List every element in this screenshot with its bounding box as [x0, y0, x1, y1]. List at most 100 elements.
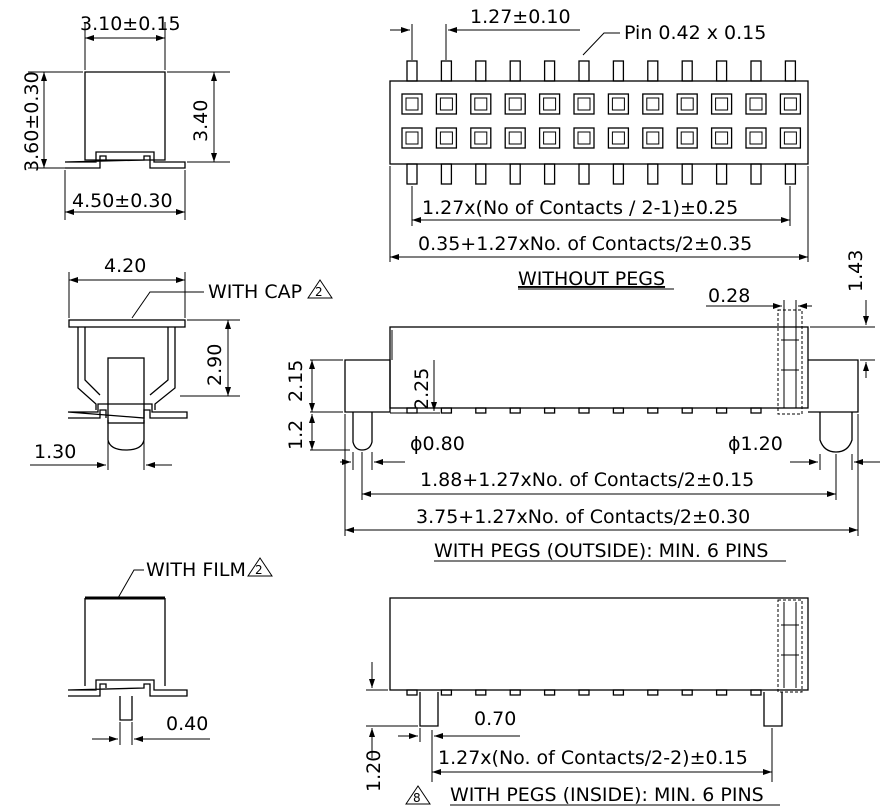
- contact-pad: [715, 407, 728, 414]
- contact-cell: [538, 93, 561, 115]
- contact-cell-inner: [405, 131, 419, 145]
- contact-pad: [578, 689, 590, 696]
- contact-pad: [440, 689, 453, 696]
- contact-cell: [745, 93, 767, 115]
- contact-cell-inner: [749, 131, 763, 145]
- contact-cell: [607, 127, 630, 149]
- pin-top: [715, 60, 728, 82]
- pin-bottom: [647, 163, 659, 185]
- pin-top: [509, 60, 521, 82]
- dim-body-height-label-outside: 2.15: [285, 360, 307, 402]
- contact-cell: [745, 127, 767, 149]
- with-film-callout: WITH FILM: [146, 559, 246, 581]
- cap-note-number: 2: [315, 285, 323, 299]
- dim-pin-span-label: 1.27x(No of Contacts / 2-1)±0.25: [422, 197, 738, 219]
- contact-pad: [612, 407, 625, 414]
- with-cap-callout: WITH CAP: [208, 281, 302, 303]
- contact-cell-inner: [749, 97, 763, 111]
- contact-cell: [504, 93, 526, 115]
- pin-bottom: [750, 163, 762, 185]
- dim-peg-small-label: ϕ0.80: [410, 433, 465, 455]
- pin-top: [750, 60, 762, 82]
- inside-note-number: 8: [413, 791, 421, 805]
- dim-peg-span-label-outside: 1.88+1.27xNo. of Contacts/2±0.15: [420, 469, 754, 491]
- contact-pad: [543, 689, 556, 696]
- pin-top: [440, 60, 453, 82]
- contact-pad: [509, 407, 521, 414]
- contact-cell-inner: [715, 131, 729, 145]
- contact-cell-inner: [611, 97, 625, 111]
- dim-film-pin-label: 0.40: [166, 713, 208, 735]
- contact-cell: [435, 127, 458, 149]
- caption-pegs-inside: WITH PEGS (INSIDE): MIN. 6 PINS: [450, 784, 764, 806]
- dim-pin-width-label: 0.28: [708, 285, 750, 307]
- cap-view: 4.20 WITH CAP 2 2.90 1.30: [30, 255, 333, 470]
- contact-pad: [647, 689, 659, 696]
- contact-pad: [509, 689, 521, 696]
- contact-pad: [406, 689, 418, 696]
- pin-bottom: [475, 163, 487, 185]
- dim-offset-label: 0.70: [474, 708, 516, 730]
- contact-pad: [440, 407, 453, 414]
- dim-body-length-label: 0.35+1.27xNo. of Contacts/2±0.35: [418, 233, 752, 255]
- contact-cell-inner: [405, 97, 419, 111]
- contact-cell: [435, 93, 458, 115]
- pin-bottom: [406, 163, 418, 185]
- film-view: WITH FILM 2 0.40: [67, 557, 273, 745]
- caption-without-pegs: WITHOUT PEGS: [518, 268, 665, 290]
- dim-overall-label: 3.75+1.27xNo. of Contacts/2±0.30: [416, 506, 750, 528]
- contact-cell-inner: [474, 97, 488, 111]
- contact-cell: [401, 127, 423, 149]
- contact-cell-inner: [680, 97, 694, 111]
- contact-cell-inner: [439, 131, 453, 145]
- dim-cap-width-label: 4.20: [104, 255, 146, 277]
- contact-pad: [475, 407, 487, 414]
- contact-cell: [504, 127, 526, 149]
- contact-cell-inner: [543, 131, 557, 145]
- contact-cell-inner: [646, 97, 660, 111]
- contact-cell-inner: [474, 131, 488, 145]
- pin-bottom: [509, 163, 521, 185]
- contact-cell: [779, 93, 802, 115]
- contact-cell-inner: [783, 97, 797, 111]
- contact-cell-inner: [611, 131, 625, 145]
- side-view-pegs-outside: 1.43 0.28 2.15 1.2 2.25 ϕ0.80 ϕ1.20 1.88…: [285, 250, 880, 562]
- contact-cell: [779, 127, 802, 149]
- pin-bottom: [543, 163, 556, 185]
- dim-body-height-label: 3.40: [190, 100, 212, 142]
- dim-pitch-label: 1.27±0.10: [470, 6, 571, 28]
- pin-bottom: [440, 163, 453, 185]
- pin-top: [647, 60, 659, 82]
- dim-peg-large-label: ϕ1.20: [728, 433, 783, 455]
- dim-peg-width-label: 1.30: [34, 441, 76, 463]
- pin-callout-label: Pin 0.42 x 0.15: [624, 22, 766, 44]
- dim-peg-height-label-inside: 1.20: [363, 750, 385, 792]
- contact-cell: [710, 127, 733, 149]
- pin-top: [681, 60, 693, 82]
- contact-cell: [607, 93, 630, 115]
- pin-top: [578, 60, 590, 82]
- pin-row-bottom: [406, 163, 797, 185]
- contact-cell: [642, 127, 664, 149]
- contact-cell-inner: [715, 97, 729, 111]
- contact-cell-inner: [508, 131, 522, 145]
- contact-pad: [681, 407, 693, 414]
- dim-total-height-label: 3.60±0.30: [21, 71, 43, 172]
- pin-bottom: [784, 163, 797, 185]
- dim-peg-height-label-outside: 1.2: [285, 420, 307, 450]
- dim-cap-height-label: 2.90: [204, 344, 226, 386]
- contact-pads-inside: [406, 689, 762, 696]
- contact-pad: [681, 689, 693, 696]
- pin-bottom: [681, 163, 693, 185]
- contact-cell: [401, 93, 423, 115]
- contact-pads-outside: [406, 407, 762, 414]
- dim-side-height-label: 1.43: [845, 250, 867, 292]
- contact-cell: [676, 93, 698, 115]
- pin-bottom: [612, 163, 625, 185]
- contact-cell-inner: [646, 131, 660, 145]
- contact-cell: [573, 93, 595, 115]
- pin-row-top: [406, 60, 797, 82]
- contact-pad: [543, 407, 556, 414]
- contact-cell-inner: [439, 97, 453, 111]
